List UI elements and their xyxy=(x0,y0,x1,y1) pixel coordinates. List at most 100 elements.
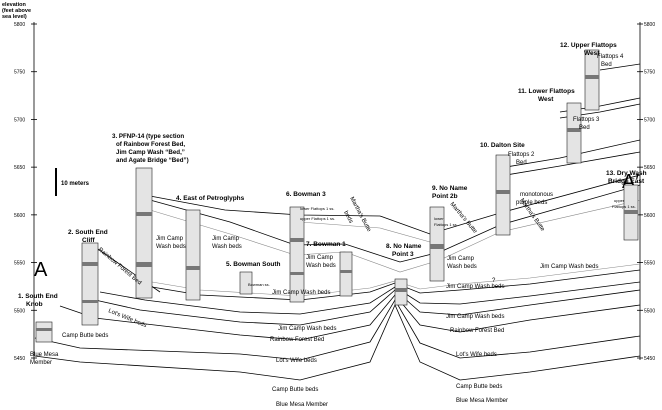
section-13-title-line-2: Bridge East xyxy=(608,178,645,185)
right-tick-label: 5700 xyxy=(644,117,655,123)
correlation-lines xyxy=(34,63,641,381)
section-6-title: 6. Bowman 3 xyxy=(286,191,326,198)
axis-title-line-3: sea level) xyxy=(2,14,27,20)
section-8-title-line-2: Point 3 xyxy=(392,251,414,258)
right-tick-label: 5750 xyxy=(644,70,655,76)
endpoint-a: A xyxy=(34,259,48,281)
section-2-title-line-2: Cliff xyxy=(82,237,95,244)
label-marthas-butte-1b: beds xyxy=(342,210,353,224)
label-marthas-butte-1a: Martha's Butte xyxy=(348,196,372,233)
left-tick-label: 5500 xyxy=(14,308,25,314)
label-blue-mesa-left-1: Blue Mesa xyxy=(30,352,59,358)
section-1-title-line-2: Knob xyxy=(26,301,43,308)
left-tick-label: 5550 xyxy=(14,261,25,267)
label-jim-camp-right: Jim Camp Wash beds xyxy=(540,264,598,270)
label-camp-butte-left: Camp Butte beds xyxy=(62,333,108,339)
left-tick-label: 5600 xyxy=(14,213,25,219)
right-tick-label: 5600 xyxy=(644,213,655,219)
section-7-title: 7. Bowman 1 xyxy=(306,241,346,248)
scale-bar: 10 meters xyxy=(55,168,90,196)
section-11-title-line-2: West xyxy=(538,96,554,103)
left-tick-label: 5450 xyxy=(14,356,25,362)
left-tick-label: 5800 xyxy=(14,22,25,28)
label-rainbow-forest-low-r: Rainbow Forest Bed xyxy=(450,328,504,334)
section-titles: 1. South End Knob 2. South End Cliff 3. … xyxy=(18,42,647,308)
section-11-title-line-1: 11. Lower Flattops xyxy=(518,88,575,95)
label-lower-flattops: lower Flattops 1 ss. xyxy=(300,206,334,211)
section-9-title-line-1: 9. No Name xyxy=(432,185,468,192)
label-jim-camp-3b: Wash beds xyxy=(156,244,186,250)
section-3-title-line-4: and Agate Bridge “Bed”) xyxy=(116,157,189,164)
column-4 xyxy=(185,209,201,301)
label-upper-flattops-13b: Flattops 1 ss. xyxy=(612,204,636,209)
label-blue-mesa-low-r: Blue Mesa Member xyxy=(456,398,508,404)
label-flattops-4a: Flattops 4 xyxy=(597,54,624,60)
label-upper-flattops: upper Flattops 1 ss. xyxy=(300,216,335,221)
label-flattops-3a: Flattops 3 xyxy=(573,117,600,123)
section-3-title-line-3: Jim Camp Wash “Bed,” xyxy=(116,149,185,156)
section-9-title-line-2: Point 2b xyxy=(432,193,458,200)
section-2-title-line-1: 2. South End xyxy=(68,229,108,236)
column-12 xyxy=(584,49,600,111)
column-5 xyxy=(239,271,253,295)
left-elevation-axis: elevation (feet above sea level) 5800 575… xyxy=(2,2,37,362)
section-3-title-line-1: 3. PFNP-14 (type section xyxy=(112,133,184,140)
label-jim-camp-9b: Wash beds xyxy=(447,264,477,270)
left-tick-label: 5700 xyxy=(14,117,25,123)
section-5-title: 5. Bowman South xyxy=(226,261,281,268)
label-lots-wife-upper: Lot's Wife beds xyxy=(107,308,147,329)
label-lower-flattops-9b: Flattops 1 ss. xyxy=(434,222,458,227)
left-tick-label: 5650 xyxy=(14,165,25,171)
section-4-title: 4. East of Petroglyphs xyxy=(176,195,245,202)
label-lots-wife-low-r: Lot's Wife beds xyxy=(456,352,497,358)
section-12-title-line-1: 12. Upper Flattops xyxy=(560,42,617,49)
label-lower-flattops-9a: lower xyxy=(434,216,444,221)
section-1-title-line-1: 1. South End xyxy=(18,293,58,300)
section-12-title-line-2: West xyxy=(584,50,600,57)
label-jim-camp-low-3: Jim Camp Wash beds xyxy=(278,326,336,332)
label-jim-camp-4b: Wash beds xyxy=(212,244,242,250)
label-jim-camp-low-4: Jim Camp Wash beds xyxy=(446,314,504,320)
left-tick-label: 5750 xyxy=(14,70,25,76)
label-flattops-4b: Bed xyxy=(601,62,612,68)
label-monotonous-b: purple beds xyxy=(516,200,547,206)
label-jim-camp-4a: Jim Camp xyxy=(212,236,240,242)
column-6 xyxy=(289,206,305,303)
label-jim-camp-9a: Jim Camp xyxy=(447,256,475,262)
scale-bar-label: 10 meters xyxy=(61,181,90,187)
column-1 xyxy=(35,321,53,343)
section-10-title: 10. Dalton Site xyxy=(480,142,525,149)
axis-title-line-2: (feet above xyxy=(2,8,31,14)
label-monotonous-a: monotonous xyxy=(520,192,553,198)
label-jim-camp-6a: Jim Camp xyxy=(306,255,334,261)
label-flattops-3b: Bed xyxy=(579,125,590,131)
section-columns xyxy=(35,49,639,343)
axis-title-line-1: elevation xyxy=(2,2,26,8)
label-question: ? xyxy=(492,278,496,284)
column-10 xyxy=(495,154,511,236)
label-flattops-2b: Bed xyxy=(516,160,527,166)
label-lots-wife-low: Lot's Wife beds xyxy=(276,358,317,364)
unit-labels: Camp Butte beds Blue Mesa Member Lot's W… xyxy=(30,54,636,408)
right-tick-label: 5800 xyxy=(644,22,655,28)
label-jim-camp-low-2: Jim Camp Wash beds xyxy=(446,284,504,290)
label-rainbow-forest-diag: Rainbow Forest Bed xyxy=(97,247,143,287)
label-upper-flattops-13a: upper xyxy=(614,198,625,203)
label-jim-camp-low-1: Jim Camp Wash beds xyxy=(272,290,330,296)
label-blue-mesa-left-2: Member xyxy=(30,360,52,366)
label-bowman-ss: Bowman ss. xyxy=(248,282,270,287)
column-11 xyxy=(566,102,582,164)
label-camp-butte-low: Camp Butte beds xyxy=(272,387,318,393)
right-tick-label: 5500 xyxy=(644,308,655,314)
label-flattops-2a: Flattops 2 xyxy=(508,152,535,158)
label-rainbow-forest-low: Rainbow Forest Bed xyxy=(270,337,324,343)
right-tick-label: 5550 xyxy=(644,261,655,267)
section-13-title-line-1: 13. Dry Wash xyxy=(606,170,647,177)
section-3-title-line-2: of Rainbow Forest Bed, xyxy=(116,141,185,148)
right-tick-label: 5450 xyxy=(644,356,655,362)
section-8-title-line-1: 8. No Name xyxy=(386,243,422,250)
label-jim-camp-3a: Jim Camp xyxy=(156,236,184,242)
label-blue-mesa-low: Blue Mesa Member xyxy=(276,402,328,408)
